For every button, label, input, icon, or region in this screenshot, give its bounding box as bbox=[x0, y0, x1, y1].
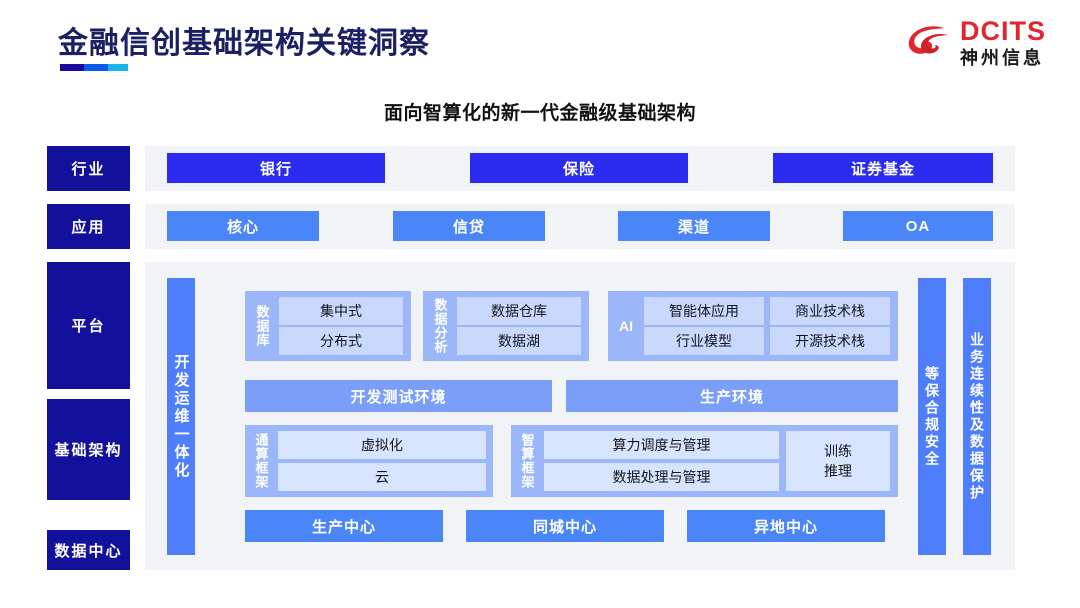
row-label-industry: 行业 bbox=[47, 146, 130, 191]
title-underline-accent bbox=[60, 64, 128, 71]
row-label-datacenter: 数据中心 bbox=[47, 530, 130, 570]
infra-tile-train-inference[interactable]: 训练 推理 bbox=[786, 431, 890, 491]
platform-tile-industry-model[interactable]: 行业模型 bbox=[644, 327, 764, 355]
datacenter-item-metro[interactable]: 同城中心 bbox=[466, 510, 664, 542]
brand-logo: DCITS 神州信息 bbox=[904, 18, 1046, 67]
dcits-swirl-icon bbox=[904, 19, 952, 67]
infra-tile-virtualization[interactable]: 虚拟化 bbox=[278, 431, 486, 459]
environment-bar-production[interactable]: 生产环境 bbox=[566, 380, 898, 412]
industry-item-bank[interactable]: 银行 bbox=[167, 153, 385, 183]
application-item-channel[interactable]: 渠道 bbox=[618, 211, 770, 241]
platform-group-ai-label: AI bbox=[619, 318, 633, 334]
platform-tile-data-warehouse[interactable]: 数据仓库 bbox=[457, 297, 581, 325]
infra-tile-data-processing[interactable]: 数据处理与管理 bbox=[544, 463, 779, 491]
infra-tile-train-label: 训练 bbox=[824, 442, 852, 459]
datacenter-item-remote[interactable]: 异地中心 bbox=[687, 510, 885, 542]
platform-group-database-label: 数据库 bbox=[254, 305, 270, 347]
vertical-bar-devops[interactable]: 开发运维一体化 bbox=[167, 278, 195, 555]
environment-bar-dev-test[interactable]: 开发测试环境 bbox=[245, 380, 552, 412]
logo-text-cn: 神州信息 bbox=[960, 48, 1044, 68]
platform-tile-distributed[interactable]: 分布式 bbox=[279, 327, 403, 355]
logo-text-en: DCITS bbox=[960, 16, 1046, 46]
infra-tile-inference-label: 推理 bbox=[824, 463, 852, 479]
platform-group-data-analytics-label: 数据分析 bbox=[432, 298, 448, 354]
row-label-infrastructure: 基础架构 bbox=[47, 399, 130, 500]
platform-group-ai: AI 智能体应用 商业技术栈 行业模型 开源技术栈 bbox=[608, 291, 898, 361]
infra-group-intelligent-compute: 智算框架 算力调度与管理 数据处理与管理 训练 推理 bbox=[511, 425, 898, 497]
row-label-application: 应用 bbox=[47, 204, 130, 249]
infra-tile-compute-scheduling[interactable]: 算力调度与管理 bbox=[544, 431, 779, 459]
slide-header: 金融信创基础架构关键洞察 DCITS 神州信息 bbox=[0, 0, 1080, 86]
industry-item-insurance[interactable]: 保险 bbox=[470, 153, 688, 183]
application-row-panel: 核心 信贷 渠道 OA bbox=[145, 204, 1015, 249]
platform-tile-centralized[interactable]: 集中式 bbox=[279, 297, 403, 325]
page-title: 金融信创基础架构关键洞察 bbox=[58, 27, 430, 60]
infra-group-general-compute: 通算框架 虚拟化 云 bbox=[245, 425, 493, 497]
diagram-subtitle: 面向智算化的新一代金融级基础架构 bbox=[383, 103, 696, 124]
vertical-bar-business-continuity[interactable]: 业务连续性及数据保护 bbox=[963, 278, 991, 555]
industry-row-panel: 银行 保险 证券基金 bbox=[145, 146, 1015, 191]
vertical-bar-compliance-security[interactable]: 等保合规安全 bbox=[918, 278, 946, 555]
industry-item-securities-fund[interactable]: 证券基金 bbox=[773, 153, 993, 183]
platform-group-data-analytics: 数据分析 数据仓库 数据湖 bbox=[423, 291, 589, 361]
datacenter-item-production[interactable]: 生产中心 bbox=[245, 510, 443, 542]
application-item-oa[interactable]: OA bbox=[843, 211, 993, 241]
platform-tile-data-lake[interactable]: 数据湖 bbox=[457, 327, 581, 355]
platform-tile-open-source-stack[interactable]: 开源技术栈 bbox=[770, 327, 890, 355]
row-label-platform: 平台 bbox=[47, 262, 130, 389]
application-item-core[interactable]: 核心 bbox=[167, 211, 319, 241]
platform-tile-commercial-stack[interactable]: 商业技术栈 bbox=[770, 297, 890, 325]
infra-group-general-compute-label: 通算框架 bbox=[253, 433, 269, 489]
platform-tile-agent-application[interactable]: 智能体应用 bbox=[644, 297, 764, 325]
platform-group-database: 数据库 集中式 分布式 bbox=[245, 291, 411, 361]
application-item-credit[interactable]: 信贷 bbox=[393, 211, 545, 241]
architecture-main-panel: 开发运维一体化 等保合规安全 数据库 集中式 分布式 数据分析 数据仓库 数据湖… bbox=[145, 262, 1015, 570]
infra-tile-cloud[interactable]: 云 bbox=[278, 463, 486, 491]
infra-group-intelligent-compute-label: 智算框架 bbox=[519, 433, 535, 489]
